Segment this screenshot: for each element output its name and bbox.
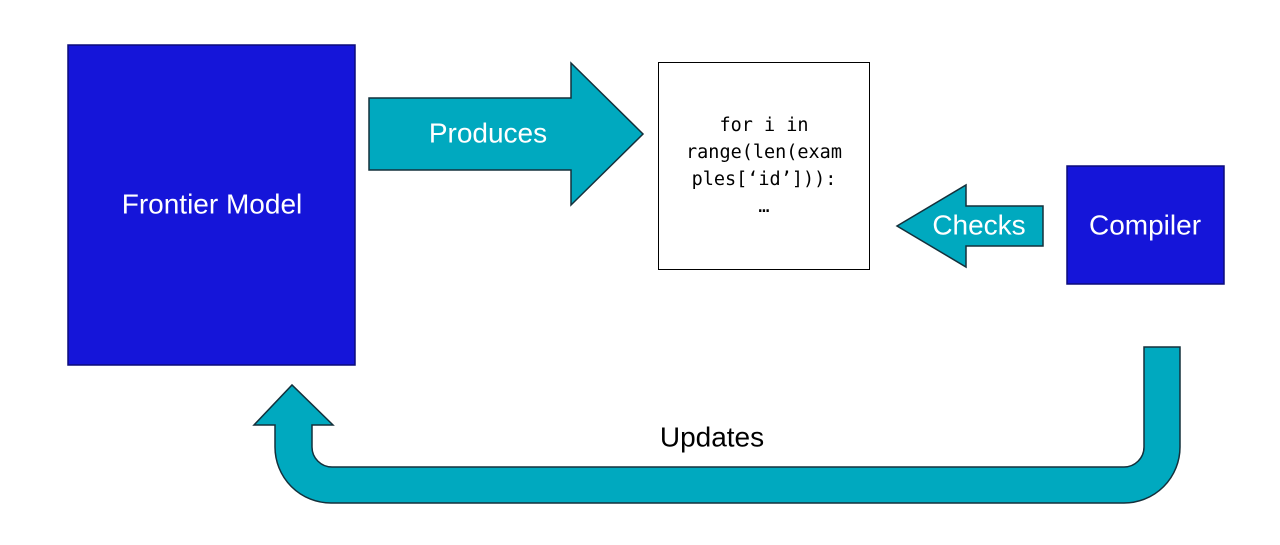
compiler-box (1066, 165, 1225, 285)
frontier-model-label: Frontier Model (122, 188, 303, 219)
code-line: for i in (719, 115, 809, 136)
code-snippet-box: for i in range(len(exam ples[‘id’])): … (658, 62, 870, 270)
produces-label: Produces (429, 117, 547, 148)
code-line: range(len(exam (686, 142, 842, 163)
updates-label: Updates (660, 421, 764, 452)
code-line: ples[‘id’])): (691, 169, 837, 190)
checks-label: Checks (932, 209, 1025, 240)
compiler-label: Compiler (1089, 209, 1201, 240)
frontier-model-box (67, 44, 356, 366)
produces-arrow (368, 61, 645, 207)
updates-arrow (252, 346, 1181, 504)
checks-arrow (895, 183, 1044, 269)
code-line: … (758, 196, 770, 217)
